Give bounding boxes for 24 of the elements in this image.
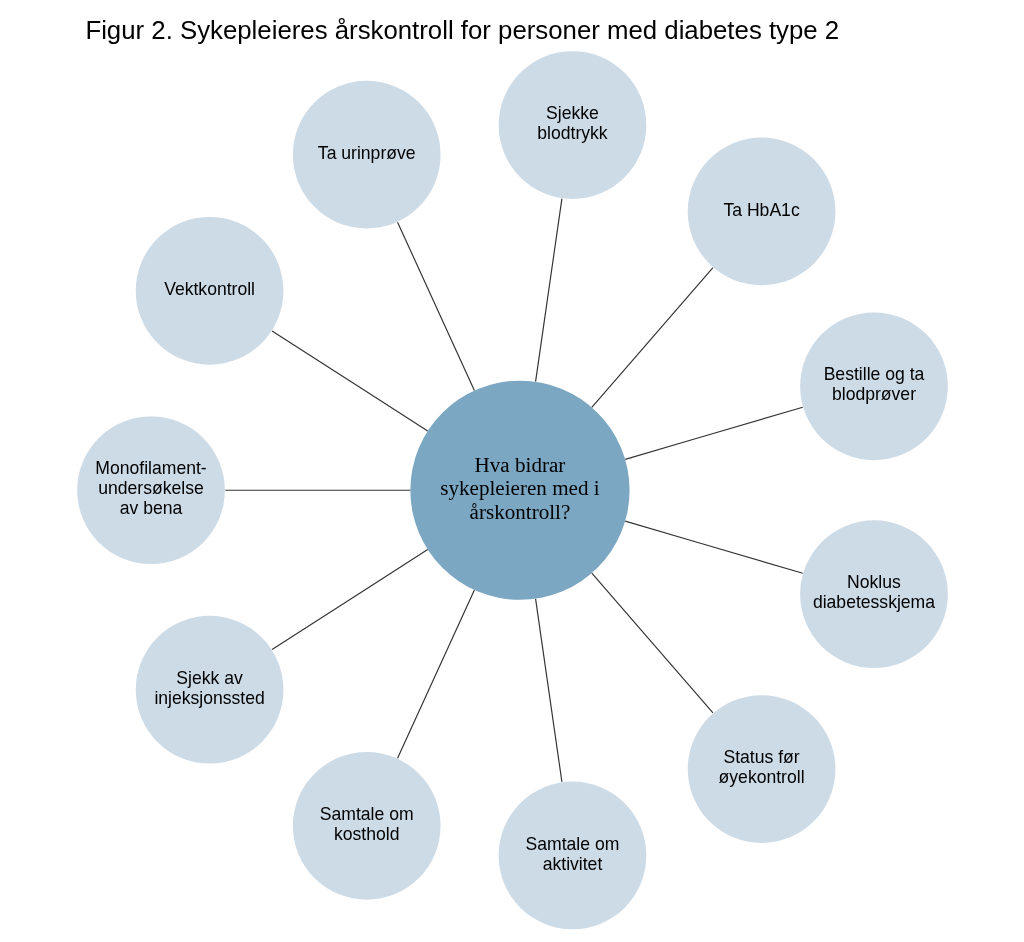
node-circle: Samtale om aktivitet bbox=[498, 781, 646, 929]
node-circle: Status før øyekontroll bbox=[687, 694, 835, 843]
connector bbox=[624, 406, 803, 460]
node-circle: Noklus diabetesskjema bbox=[799, 519, 948, 668]
node-circle: Sjekk av injeksjonssted bbox=[135, 615, 283, 764]
connector bbox=[270, 548, 428, 650]
node-circle: Sjekke blodtrykk bbox=[498, 50, 646, 199]
diagram-title: Figur 2. Sykepleieres årskontroll for personer med diabetes type 2 bbox=[84, 15, 839, 44]
node-circle: Vektkontroll bbox=[135, 216, 283, 365]
connector bbox=[590, 266, 714, 408]
connector bbox=[396, 588, 475, 759]
connector bbox=[624, 520, 803, 574]
connector bbox=[534, 597, 562, 783]
connector bbox=[534, 197, 562, 382]
node-circle: Ta HbA1c bbox=[687, 137, 835, 285]
node-circle: Bestille og ta blodprøver bbox=[799, 311, 948, 460]
node-circle: Ta urinprøve bbox=[292, 80, 441, 228]
connector bbox=[590, 572, 714, 714]
connector bbox=[396, 221, 475, 391]
node-circle: Hva bidrar sykepleieren med i årskontroll? bbox=[409, 380, 630, 600]
node-circle: Monofilament-undersøkelse av bena bbox=[76, 415, 225, 564]
connector bbox=[270, 329, 428, 432]
node-circle: Samtale om kosthold bbox=[292, 751, 441, 900]
connector bbox=[224, 489, 411, 491]
